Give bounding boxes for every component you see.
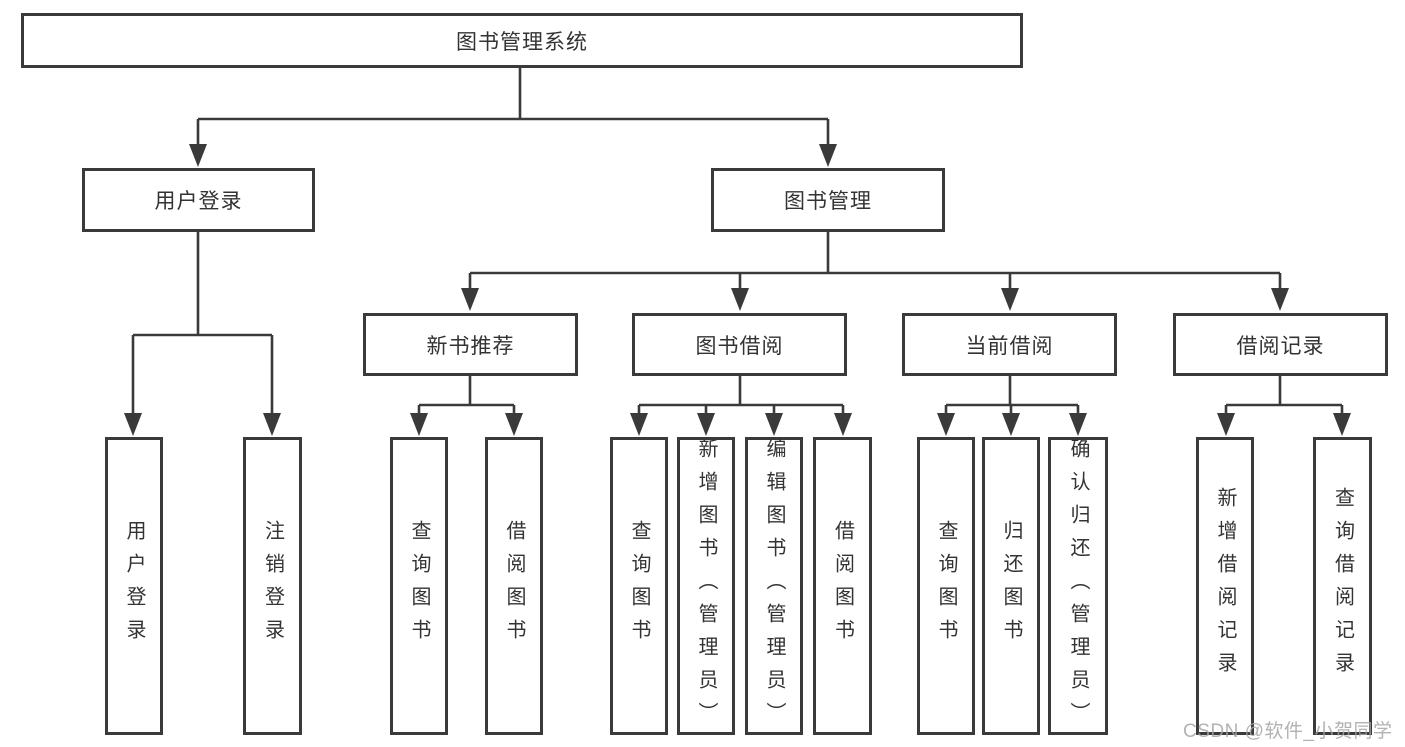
leaf-query-books-recommend: 查询图书 bbox=[390, 437, 448, 735]
node-label: 查询图书 bbox=[935, 520, 957, 652]
node-label: 查询图书 bbox=[408, 520, 430, 652]
node-label: 新书推荐 bbox=[426, 334, 515, 358]
node-current-borrowing: 当前借阅 bbox=[902, 313, 1117, 376]
node-label: 归还图书 bbox=[1000, 520, 1022, 652]
node-label: 图书管理系统 bbox=[456, 30, 588, 54]
leaf-edit-book-admin: 编辑图书（管理员） bbox=[745, 437, 803, 735]
node-label: 查询图书 bbox=[628, 520, 650, 652]
leaf-user-login: 用户登录 bbox=[105, 437, 163, 735]
node-book-management: 图书管理 bbox=[711, 168, 945, 232]
leaf-borrow-books-recommend: 借阅图书 bbox=[485, 437, 543, 735]
node-label: 当前借阅 bbox=[965, 334, 1054, 358]
leaf-query-books-borrowing: 查询图书 bbox=[610, 437, 668, 735]
node-label: 借阅图书 bbox=[831, 520, 854, 652]
node-book-borrowing: 图书借阅 bbox=[632, 313, 847, 376]
leaf-logout: 注销登录 bbox=[243, 437, 302, 735]
leaf-add-book-admin: 新增图书（管理员） bbox=[677, 437, 735, 735]
node-label: 编辑图书（管理员） bbox=[763, 437, 785, 735]
leaf-query-borrow-record: 查询借阅记录 bbox=[1313, 437, 1372, 735]
leaf-query-books-current: 查询图书 bbox=[917, 437, 975, 735]
node-label: 查询借阅记录 bbox=[1331, 487, 1354, 685]
leaf-borrow-books-borrowing: 借阅图书 bbox=[813, 437, 872, 735]
leaf-confirm-return-admin: 确认归还（管理员） bbox=[1048, 437, 1108, 735]
node-library-management-system: 图书管理系统 bbox=[21, 13, 1023, 68]
node-label: 图书借阅 bbox=[695, 334, 784, 358]
node-label: 注销登录 bbox=[261, 520, 284, 652]
node-label: 图书管理 bbox=[784, 190, 872, 213]
node-new-book-recommend: 新书推荐 bbox=[363, 313, 578, 376]
node-label: 新增借阅记录 bbox=[1214, 487, 1236, 685]
leaf-return-book: 归还图书 bbox=[982, 437, 1040, 735]
node-label: 确认归还（管理员） bbox=[1067, 437, 1089, 735]
node-user-login: 用户登录 bbox=[82, 168, 315, 232]
node-label: 用户登录 bbox=[123, 520, 145, 652]
node-label: 用户登录 bbox=[154, 190, 243, 213]
csdn-watermark: CSDN @软件_小贺同学 bbox=[1183, 721, 1393, 742]
leaf-add-borrow-record: 新增借阅记录 bbox=[1196, 437, 1254, 735]
node-borrowing-records: 借阅记录 bbox=[1173, 313, 1388, 376]
node-label: 新增图书（管理员） bbox=[695, 437, 717, 735]
node-label: 借阅图书 bbox=[503, 520, 525, 652]
node-label: 借阅记录 bbox=[1236, 334, 1325, 358]
